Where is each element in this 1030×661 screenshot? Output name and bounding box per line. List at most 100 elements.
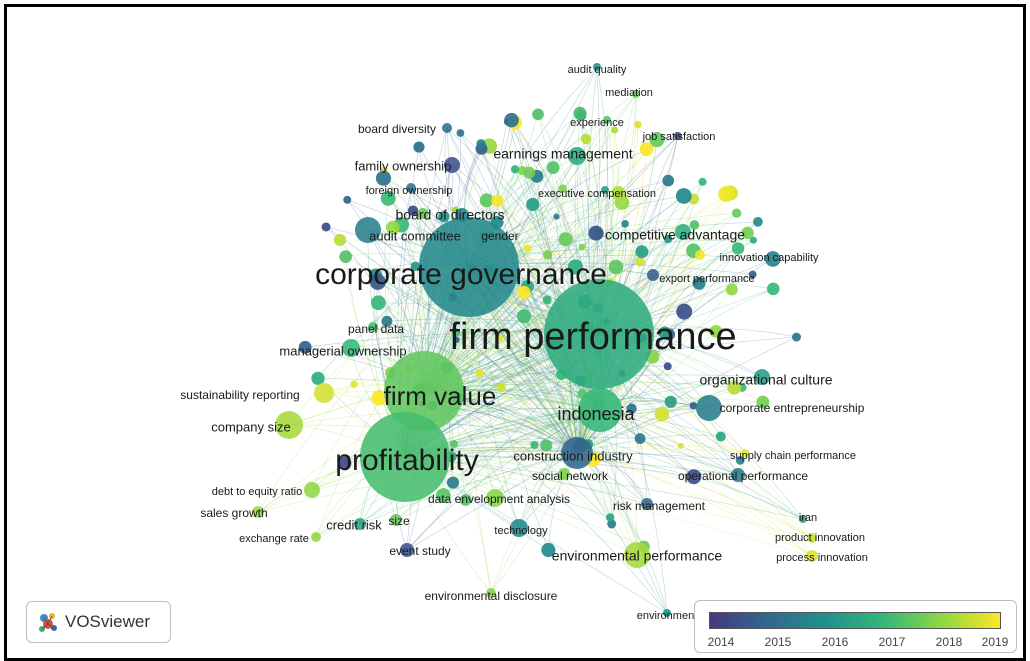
minor-term-node[interactable] <box>715 431 726 442</box>
node-firm-performance[interactable] <box>544 279 654 389</box>
minor-term-node[interactable] <box>662 174 675 187</box>
minor-term-node[interactable] <box>517 285 531 299</box>
minor-term-node[interactable] <box>446 476 460 489</box>
minor-term-node[interactable] <box>635 256 645 267</box>
label-event-study[interactable]: event study <box>389 544 450 558</box>
node-environment[interactable] <box>663 609 671 617</box>
label-environmental-disclosure[interactable]: environmental disclosure <box>425 589 558 603</box>
label-firm-performance[interactable]: firm performance <box>449 316 736 358</box>
minor-term-node[interactable] <box>635 245 649 259</box>
minor-term-node[interactable] <box>741 226 754 240</box>
minor-term-node[interactable] <box>370 295 386 311</box>
node-experience[interactable] <box>603 116 611 124</box>
minor-term-node[interactable] <box>588 225 604 241</box>
node-technology[interactable] <box>510 519 528 537</box>
label-panel-data[interactable]: panel data <box>348 322 404 336</box>
node-export-performance[interactable] <box>647 269 659 281</box>
minor-term-node[interactable] <box>435 488 451 503</box>
node-sales-growth[interactable] <box>252 506 264 518</box>
node-organizational-culture[interactable] <box>754 369 770 385</box>
minor-term-node[interactable] <box>540 439 553 452</box>
label-executive-compensation[interactable]: executive compensation <box>538 188 656 200</box>
label-exchange-rate[interactable]: exchange rate <box>239 533 309 545</box>
minor-term-node[interactable] <box>654 406 670 422</box>
minor-term-node[interactable] <box>546 161 560 175</box>
minor-term-node[interactable] <box>727 380 742 395</box>
minor-term-node[interactable] <box>491 194 504 207</box>
node-earnings-management[interactable] <box>568 147 586 165</box>
minor-term-node[interactable] <box>725 283 738 296</box>
node-audit-committee[interactable] <box>355 217 381 243</box>
minor-term-node[interactable] <box>456 129 465 137</box>
label-supply-chain-performance[interactable]: supply chain performance <box>730 450 856 462</box>
minor-term-node[interactable] <box>676 303 693 320</box>
minor-term-node[interactable] <box>756 395 770 409</box>
minor-term-node[interactable] <box>410 261 421 271</box>
label-environmental-performance[interactable]: environmental performance <box>552 548 723 564</box>
minor-term-node[interactable] <box>675 188 692 204</box>
node-profitability[interactable] <box>360 412 450 502</box>
minor-term-node[interactable] <box>476 139 486 149</box>
minor-term-node[interactable] <box>677 442 684 449</box>
label-foreign-ownership[interactable]: foreign ownership <box>366 185 453 197</box>
label-corporate-governance[interactable]: corporate governance <box>315 258 607 291</box>
minor-term-node[interactable] <box>371 390 387 406</box>
minor-term-node[interactable] <box>718 186 735 202</box>
node-board-diversity[interactable] <box>442 123 452 133</box>
minor-term-node[interactable] <box>611 186 626 201</box>
label-corporate-entrepreneurship[interactable]: corporate entrepreneurship <box>720 401 865 415</box>
label-data-envelopment-analysis[interactable]: data envelopment analysis <box>428 492 570 506</box>
minor-term-node[interactable] <box>610 126 619 134</box>
label-size[interactable]: size <box>388 514 410 528</box>
minor-term-node[interactable] <box>607 519 617 529</box>
label-product-innovation[interactable]: product innovation <box>775 532 865 544</box>
label-competitive-advantage[interactable]: competitive advantage <box>605 227 745 243</box>
minor-term-node[interactable] <box>573 106 587 120</box>
minor-term-node[interactable] <box>343 195 352 204</box>
node-managerial-ownership[interactable] <box>342 339 360 357</box>
label-job-satisfaction[interactable]: job satisfaction <box>642 131 716 143</box>
label-sales-growth[interactable]: sales growth <box>200 506 267 520</box>
node-environmental-performance[interactable] <box>624 542 650 568</box>
minor-term-node[interactable] <box>350 380 358 388</box>
minor-term-node[interactable] <box>369 273 386 290</box>
minor-term-node[interactable] <box>523 166 536 179</box>
label-board-of-directors[interactable]: board of directors <box>396 207 505 223</box>
node-corporate-governance[interactable] <box>419 217 519 317</box>
node-social-network[interactable] <box>558 468 570 480</box>
node-size[interactable] <box>390 514 402 526</box>
minor-term-node[interactable] <box>380 190 396 206</box>
node-audit-quality[interactable] <box>593 63 601 71</box>
minor-term-node[interactable] <box>337 456 352 471</box>
minor-term-node[interactable] <box>580 133 592 145</box>
minor-term-node[interactable] <box>311 371 325 385</box>
label-iran[interactable]: iran <box>799 512 817 524</box>
node-environmental-disclosure[interactable] <box>486 588 496 598</box>
minor-term-node[interactable] <box>749 236 758 244</box>
minor-term-node[interactable] <box>558 184 567 193</box>
node-iran[interactable] <box>799 515 807 523</box>
minor-term-node[interactable] <box>450 440 459 449</box>
node-job-satisfaction[interactable] <box>674 132 682 140</box>
label-environment[interactable]: environment <box>637 610 698 622</box>
minor-term-node[interactable] <box>504 112 519 128</box>
label-audit-quality[interactable]: audit quality <box>568 64 627 76</box>
node-risk-management[interactable] <box>641 498 653 510</box>
minor-term-node[interactable] <box>689 402 698 410</box>
node-construction-industry[interactable] <box>561 437 593 469</box>
node-indonesia[interactable] <box>578 388 622 432</box>
minor-term-node[interactable] <box>663 362 672 371</box>
label-earnings-management[interactable]: earnings management <box>493 146 632 162</box>
label-organizational-culture[interactable]: organizational culture <box>699 372 832 388</box>
minor-term-node[interactable] <box>731 242 745 255</box>
minor-term-node[interactable] <box>689 220 700 230</box>
node-event-study[interactable] <box>400 543 414 557</box>
minor-term-node[interactable] <box>608 259 624 275</box>
label-board-diversity[interactable]: board diversity <box>358 122 436 136</box>
minor-term-node[interactable] <box>375 170 392 186</box>
label-experience[interactable]: experience <box>570 117 624 129</box>
minor-term-node[interactable] <box>765 251 781 267</box>
node-sustainability-reporting[interactable] <box>314 383 334 403</box>
label-credit-risk[interactable]: credit risk <box>326 517 382 532</box>
